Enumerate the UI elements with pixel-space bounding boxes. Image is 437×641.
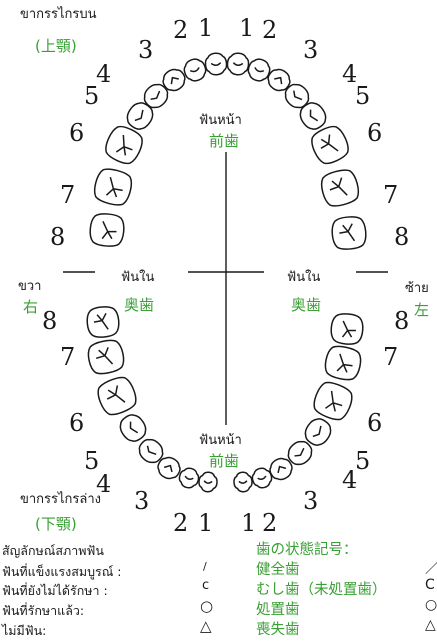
legend-item-missing-jp: 喪失歯: [256, 618, 300, 639]
right-back-teeth-label-jp: 奥歯: [124, 294, 154, 315]
legend-item-missing-thai: ไม่มีฟัน:: [2, 621, 46, 641]
upper-jaw-label-jp: (上顎): [35, 35, 77, 56]
tooth-number-lower-left-6: 6: [367, 411, 382, 435]
lower-front-teeth-label-jp: 前歯: [209, 450, 239, 471]
left-side-label-thai: ซ้าย: [405, 277, 429, 298]
tooth-number-upper-left-6: 6: [367, 121, 382, 145]
tooth-number-upper-left-2: 2: [262, 18, 277, 42]
legend-item-missing-cut-symbol: △: [425, 617, 436, 633]
tooth-upper-right-8: [89, 213, 125, 248]
tooth-outline-lower-right-2: [177, 466, 200, 490]
tooth-outline-lower-left-1: [233, 472, 253, 493]
tooth-number-upper-right-2: 2: [173, 18, 188, 42]
tooth-number-lower-left-7: 7: [383, 345, 398, 369]
tooth-number-lower-right-8: 8: [42, 309, 57, 333]
tooth-upper-left-1: [227, 52, 250, 75]
tooth-upper-right-1: [205, 52, 228, 75]
tooth-number-upper-right-3: 3: [138, 38, 153, 62]
left-back-teeth-label-jp: 奥歯: [291, 294, 321, 315]
legend-title-jp: 歯の状態記号：: [256, 538, 358, 559]
upper-front-teeth-label-thai: ฟันหน้า: [199, 109, 242, 130]
tooth-lower-left-7: [323, 344, 363, 382]
tooth-number-lower-left-3: 3: [303, 489, 318, 513]
tooth-upper-right-7: [91, 166, 134, 208]
legend-item-treated-cut-symbol: ○: [425, 597, 437, 613]
legend-item-missing-symbol: △: [200, 617, 212, 635]
tooth-number-lower-left-4: 4: [342, 468, 357, 492]
tooth-number-upper-left-7: 7: [383, 183, 398, 207]
legend-item-treated-jp: 処置歯: [256, 598, 300, 619]
tooth-lower-right-2: [177, 466, 200, 490]
legend-item-healthy-jp: 健全歯: [256, 558, 300, 579]
tooth-number-upper-right-8: 8: [50, 225, 65, 249]
tooth-upper-left-7: [318, 167, 361, 209]
tooth-lower-right-8: [86, 306, 120, 339]
tooth-number-upper-left-8: 8: [394, 225, 409, 249]
tooth-lower-right-7: [86, 338, 126, 376]
legend-item-healthy-thai: ฟันที่แข็งแรงสมบูรณ์ :: [2, 562, 122, 582]
tooth-number-lower-right-2: 2: [173, 511, 188, 535]
tooth-lower-left-1: [233, 472, 253, 493]
tooth-outline-upper-left-1: [227, 52, 250, 75]
tooth-lower-left-8: [330, 313, 364, 346]
lower-jaw-label-thai: ขากรรไกรล่าง: [20, 488, 101, 509]
tooth-number-upper-left-3: 3: [303, 38, 318, 62]
right-side-label-jp: 右: [23, 296, 38, 317]
tooth-lower-right-6: [94, 374, 140, 419]
legend-item-treated-thai: ฟันที่รักษาแล้ว:: [2, 601, 84, 621]
upper-jaw-label-thai: ขากรรไกรบน: [20, 3, 97, 24]
left-side-label-jp: 左: [414, 299, 429, 320]
tooth-number-upper-right-7: 7: [60, 183, 75, 207]
legend-item-healthy-cut-symbol: ／: [425, 558, 437, 578]
tooth-number-upper-right-1: 1: [198, 16, 213, 40]
legend-item-untreated-jp: むし歯（未処置歯）: [256, 578, 387, 599]
tooth-number-lower-right-7: 7: [60, 345, 75, 369]
legend-title-thai: สัญลักษณ์สภาพฟัน: [2, 541, 104, 561]
right-side-label-thai: ขวา: [18, 275, 42, 296]
right-back-teeth-label-thai: ฟันใน: [121, 266, 154, 287]
tooth-upper-left-8: [331, 216, 367, 251]
tooth-number-lower-left-1: 1: [241, 511, 256, 535]
tooth-lower-left-6: [310, 379, 356, 424]
legend-item-untreated-thai: ฟันที่ยังไม่ได้รักษา :: [2, 581, 108, 601]
tooth-number-upper-right-6: 6: [69, 121, 84, 145]
tooth-number-lower-left-5: 5: [355, 449, 370, 473]
tooth-number-lower-right-3: 3: [134, 489, 149, 513]
tooth-number-upper-right-5: 5: [84, 84, 99, 108]
tooth-outline-lower-right-1: [198, 472, 218, 493]
legend-item-healthy-symbol: /: [203, 560, 207, 573]
lower-jaw-label-jp: (下顎): [35, 513, 77, 534]
tooth-lower-right-1: [198, 472, 218, 493]
tooth-outline-upper-right-1: [205, 52, 228, 75]
left-back-teeth-label-thai: ฟันใน: [287, 266, 320, 287]
tooth-number-lower-left-8: 8: [394, 309, 409, 333]
tooth-number-lower-right-6: 6: [69, 411, 84, 435]
lower-front-teeth-label-thai: ฟันหน้า: [199, 429, 242, 450]
upper-front-teeth-label-jp: 前歯: [209, 130, 239, 151]
tooth-number-lower-right-1: 1: [198, 511, 213, 535]
tooth-number-upper-left-1: 1: [239, 16, 254, 40]
tooth-number-upper-left-5: 5: [355, 84, 370, 108]
legend-item-untreated-symbol: c: [202, 578, 209, 593]
legend-item-untreated-cut-symbol: C: [425, 577, 435, 593]
tooth-number-lower-left-2: 2: [262, 511, 277, 535]
legend-item-treated-symbol: ○: [200, 597, 213, 615]
